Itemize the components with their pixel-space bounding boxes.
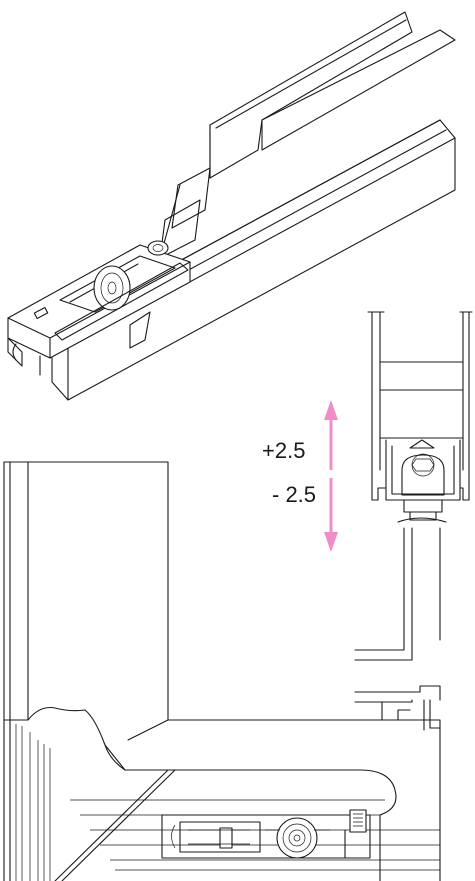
isometric-rail-assembly <box>7 11 456 401</box>
adjust-up-label: +2.5 <box>262 438 306 463</box>
frame-corner-detail <box>3 461 441 881</box>
adjust-up-arrow <box>324 400 338 470</box>
adjust-down-arrow <box>324 478 338 552</box>
section-profile <box>354 311 473 731</box>
adjust-down-label: - 2.5 <box>272 482 317 507</box>
